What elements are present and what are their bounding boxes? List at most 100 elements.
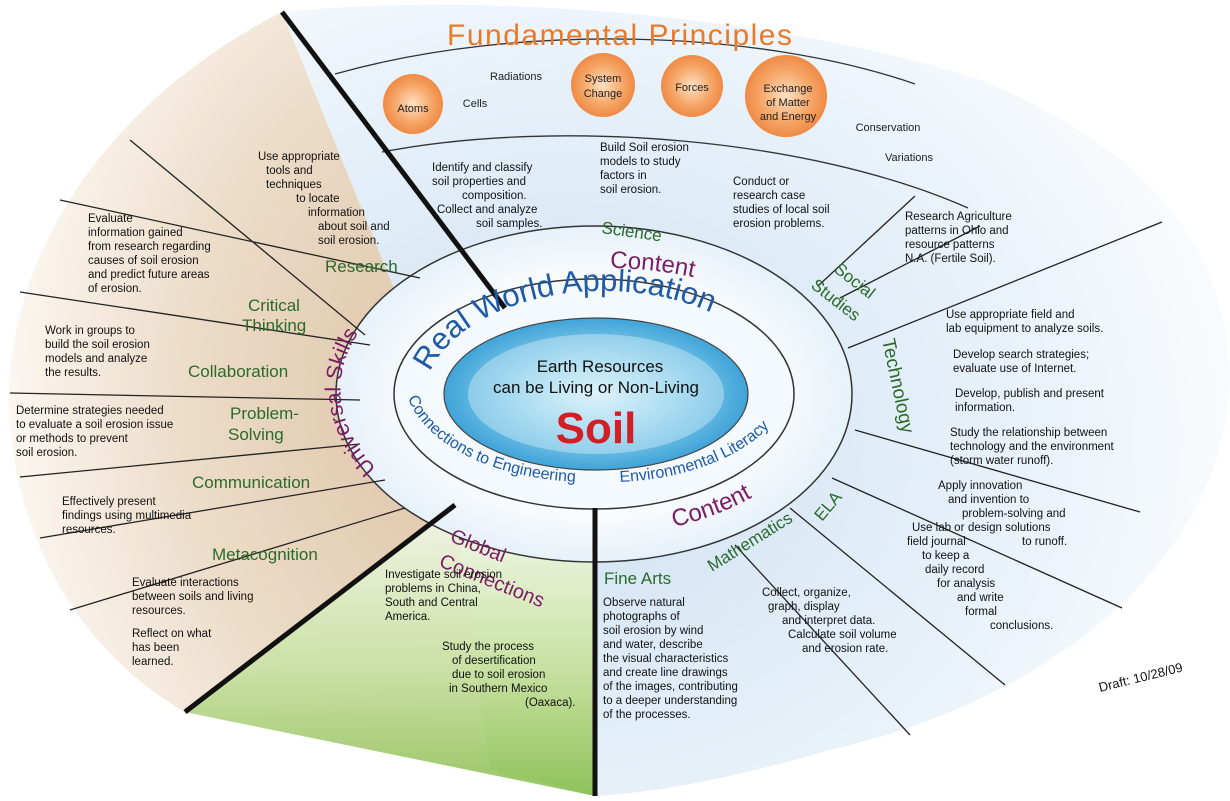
principle-system: System [585,73,622,85]
tech-text-2: Develop search strategies; evaluate use … [953,349,1089,375]
svg-text:Collect, organize,: Collect, organize, [762,587,851,599]
svg-text:Study the process: Study the process [442,641,534,653]
svg-text:Apply innovation: Apply innovation [938,480,1022,492]
svg-text:to a deeper understanding: to a deeper understanding [603,695,737,707]
svg-text:Calculate soil volume: Calculate soil volume [788,629,897,641]
svg-text:to keep a: to keep a [922,550,970,562]
principle-exchange-1: Exchange [764,83,813,95]
svg-text:and water, describe: and water, describe [603,639,703,651]
svg-text:lab equipment to analyze soils: lab equipment to analyze soils. [946,323,1103,335]
svg-text:and interpret data.: and interpret data. [782,615,875,627]
svg-text:composition.: composition. [462,190,527,202]
math-text: Collect, organize, graph, display and in… [762,587,897,655]
svg-text:Conduct or: Conduct or [733,176,789,188]
svg-text:Identify and classify: Identify and classify [432,162,533,174]
center-line-1: Earth Resources [537,357,664,376]
svg-text:research case: research case [733,190,805,202]
svg-text:for analysis: for analysis [937,578,995,590]
svg-text:causes of soil erosion: causes of soil erosion [88,255,199,267]
draft-label: Draft: 10/28/09 [1097,660,1184,695]
tech-text-4: Study the relationship between technolog… [950,427,1114,467]
header-thinking: Thinking [242,316,306,335]
svg-text:Study the relationship between: Study the relationship between [950,427,1107,439]
svg-text:and erosion rate.: and erosion rate. [802,643,888,655]
svg-text:(storm water runoff).: (storm water runoff). [950,455,1053,467]
svg-text:problems in China,: problems in China, [385,583,481,595]
svg-text:learned.: learned. [132,656,174,668]
science-text-3: Conduct or research case studies of loca… [733,176,830,230]
tech-text-1: Use appropriate field and lab equipment … [946,309,1103,335]
svg-text:Use appropriate: Use appropriate [258,151,340,163]
svg-text:due to soil erosion: due to soil erosion [452,669,545,681]
svg-text:build the soil erosion: build the soil erosion [45,339,150,351]
svg-text:Use lab or: Use lab or [912,522,965,534]
svg-text:information gained: information gained [88,227,183,239]
principle-cells: Cells [463,98,488,110]
svg-text:conclusions.: conclusions. [990,620,1053,632]
header-fine-arts: Fine Arts [604,569,671,588]
tech-text-3: Develop, publish and present information… [955,388,1105,414]
svg-text:design solutions: design solutions [968,522,1051,534]
exchange-circle [745,55,827,137]
svg-text:to evaluate a soil erosion iss: to evaluate a soil erosion issue [16,419,173,431]
svg-text:South and Central: South and Central [385,597,478,609]
svg-text:(Oaxaca).: (Oaxaca). [525,697,576,709]
svg-text:the visual characteristics: the visual characteristics [603,653,729,665]
collab-text: Work in groups to build the soil erosion… [45,325,150,379]
svg-text:from research regarding: from research regarding [88,241,211,253]
svg-text:information: information [308,207,365,219]
principle-circles [383,53,827,137]
svg-text:Collect and analyze: Collect and analyze [437,204,537,216]
svg-text:factors in: factors in [600,170,647,182]
principle-forces: Forces [675,82,709,94]
svg-text:problem-solving and: problem-solving and [962,508,1066,520]
svg-text:soil erosion.: soil erosion. [600,184,661,196]
svg-text:techniques: techniques [266,179,322,191]
principle-exchange-2: of Matter [766,97,810,109]
svg-text:daily record: daily record [925,564,984,576]
header-solving: Solving [228,425,284,444]
svg-text:and predict future areas: and predict future areas [88,269,210,281]
svg-text:Work in groups to: Work in groups to [45,325,135,337]
principles-outer-arc [334,38,916,85]
svg-text:Build Soil erosion: Build Soil erosion [600,142,689,154]
principle-change: Change [584,88,623,100]
svg-text:soil erosion by wind: soil erosion by wind [603,625,703,637]
svg-text:between soils and living: between soils and living [132,591,253,603]
center-line-2: can be Living or Non-Living [493,378,699,397]
header-research: Research [325,257,398,276]
svg-text:Evaluate: Evaluate [88,213,133,225]
svg-text:soil properties and: soil properties and [432,176,526,188]
svg-text:Reflect on what: Reflect on what [132,628,212,640]
svg-text:resources.: resources. [132,605,186,617]
svg-text:Use appropriate field and: Use appropriate field and [946,309,1075,321]
svg-text:formal: formal [965,606,997,618]
principle-conservation: Conservation [856,122,921,134]
earth-ellipse [443,317,749,471]
svg-text:evaluate use of Internet.: evaluate use of Internet. [953,363,1076,375]
divider-main [280,10,507,310]
header-collaboration: Collaboration [188,362,288,381]
center-soil: Soil [556,404,637,453]
svg-text:and create line drawings: and create line drawings [603,667,728,679]
svg-text:N.A. (Fertile Soil).: N.A. (Fertile Soil). [905,253,996,265]
research-text: Use appropriate tools and techniques to … [258,151,390,247]
svg-text:or methods to prevent: or methods to prevent [16,433,129,445]
svg-text:Research Agriculture: Research Agriculture [905,211,1012,223]
global-text-2: Study the process of desertification due… [442,641,576,709]
svg-text:and write: and write [957,592,1004,604]
svg-text:field journal: field journal [907,536,966,548]
atoms-circle [383,74,443,134]
svg-text:information.: information. [955,402,1015,414]
global-text-1: Investigate soil erosion problems in Chi… [385,569,502,623]
principle-radiations: Radiations [490,71,542,83]
header-critical: Critical [248,296,300,315]
svg-text:about soil and: about soil and [318,221,390,233]
svg-text:models to study: models to study [600,156,681,168]
header-metacognition: Metacognition [212,545,318,564]
svg-text:of the processes.: of the processes. [603,709,691,721]
svg-text:in Southern Mexico: in Southern Mexico [449,683,547,695]
svg-text:resource patterns: resource patterns [905,239,995,251]
svg-text:of erosion.: of erosion. [88,283,142,295]
comm-text: Effectively present findings using multi… [62,496,192,536]
